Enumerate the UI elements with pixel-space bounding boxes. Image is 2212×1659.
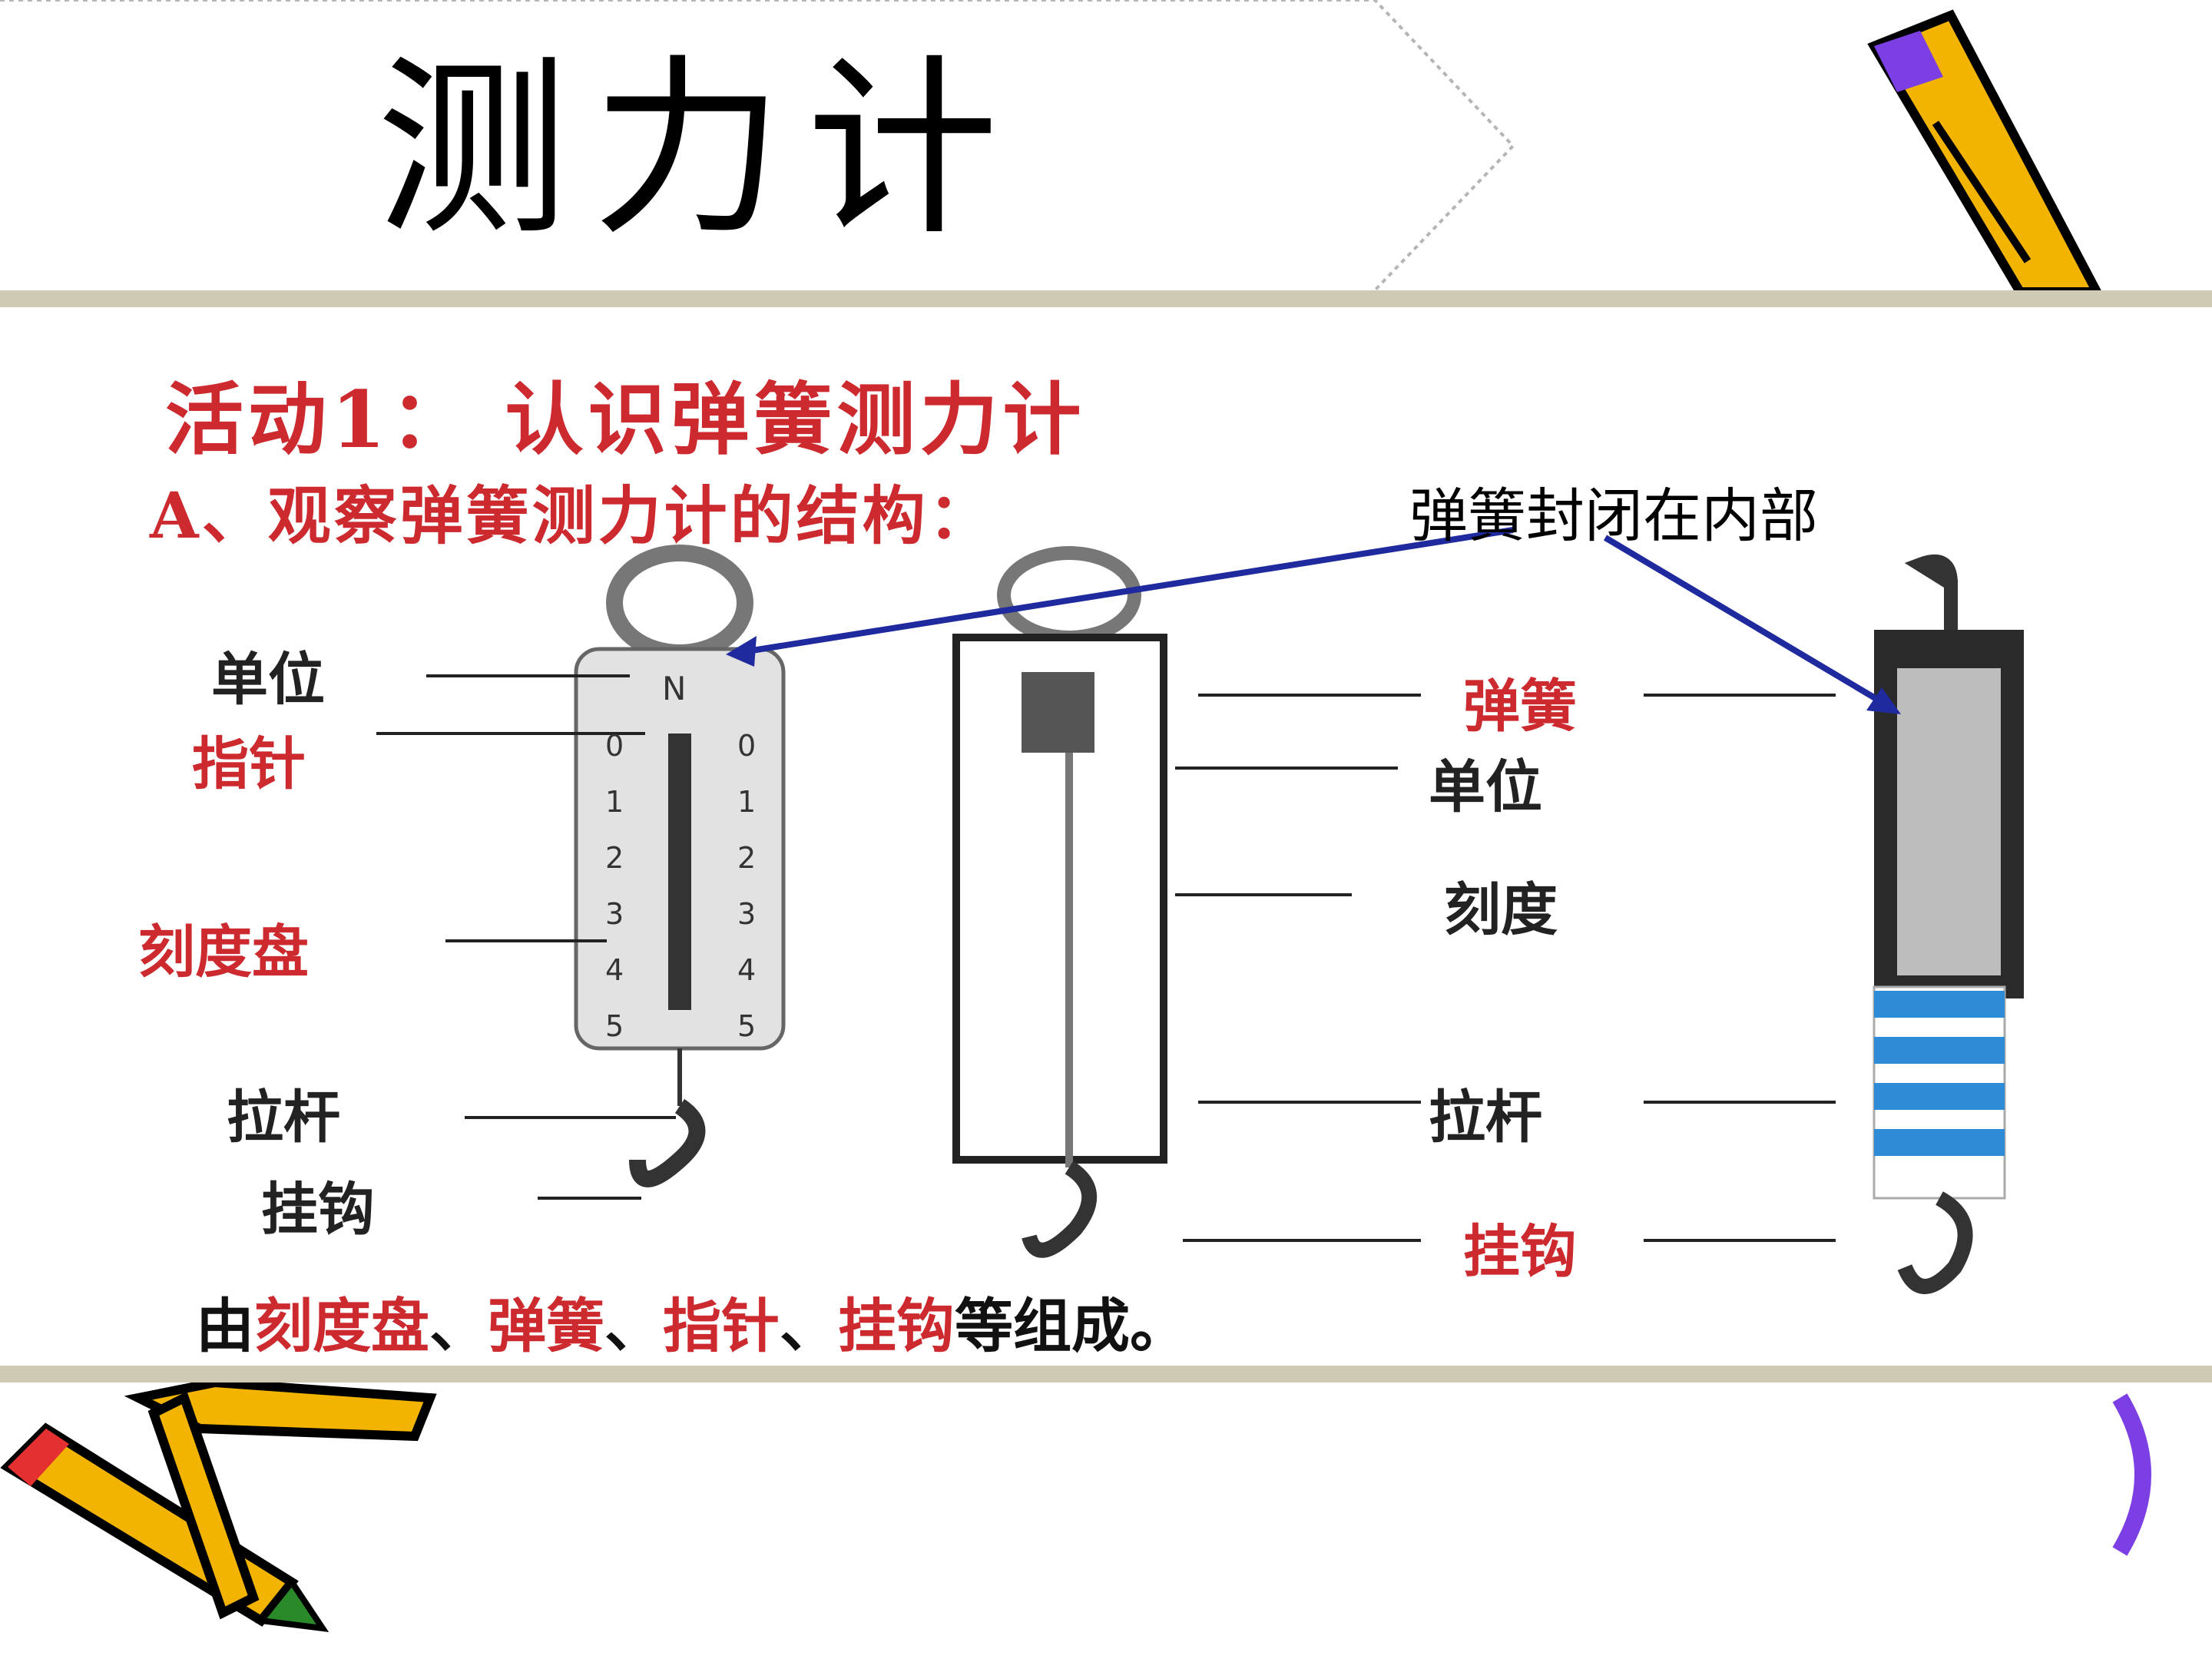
label-unit-right: 单位 xyxy=(1429,754,1542,820)
spring-scale-plate xyxy=(952,546,1167,1258)
label-unit-left: 单位 xyxy=(211,647,325,713)
left-arrows xyxy=(376,674,676,1200)
purple-bracket-icon xyxy=(2112,1393,2151,1556)
label-scale-right: 刻度 xyxy=(1444,877,1558,943)
activity-title: 活动1： 认识弹簧测力计 xyxy=(165,374,1086,466)
label-spring-right: 弹簧 xyxy=(1463,674,1577,740)
bottom-band xyxy=(0,1366,2212,1382)
top-band xyxy=(0,290,2212,307)
label-rod-right: 拉杆 xyxy=(1429,1084,1542,1151)
right-arrows xyxy=(1175,694,1836,1242)
label-rod-left: 拉杆 xyxy=(227,1084,340,1151)
meter-unit-symbol: N xyxy=(662,670,687,707)
label-hook-right: 挂钩 xyxy=(1463,1219,1577,1285)
summary-sentence: 由刻度盘、弹簧、指针、挂钩等组成。 xyxy=(196,1292,1188,1360)
label-hook-left: 挂钩 xyxy=(261,1177,375,1243)
structure-title: A、观察弹簧测力计的结构： xyxy=(150,479,995,553)
label-dial-left: 刻度盘 xyxy=(138,919,309,985)
pencil-icon-bottom-left xyxy=(0,1377,437,1633)
label-pointer-left: 指针 xyxy=(192,731,306,797)
enclosed-arrows xyxy=(726,527,1901,714)
spring-scale-dial xyxy=(574,545,786,1187)
spring-scale-tube xyxy=(1873,555,2024,1294)
enclosed-label: 弹簧封闭在内部 xyxy=(1409,482,1818,550)
pencil-icon-top-right xyxy=(1867,9,2104,296)
slide-title: 测力计 xyxy=(376,38,1022,261)
title-chevron xyxy=(0,0,1515,292)
